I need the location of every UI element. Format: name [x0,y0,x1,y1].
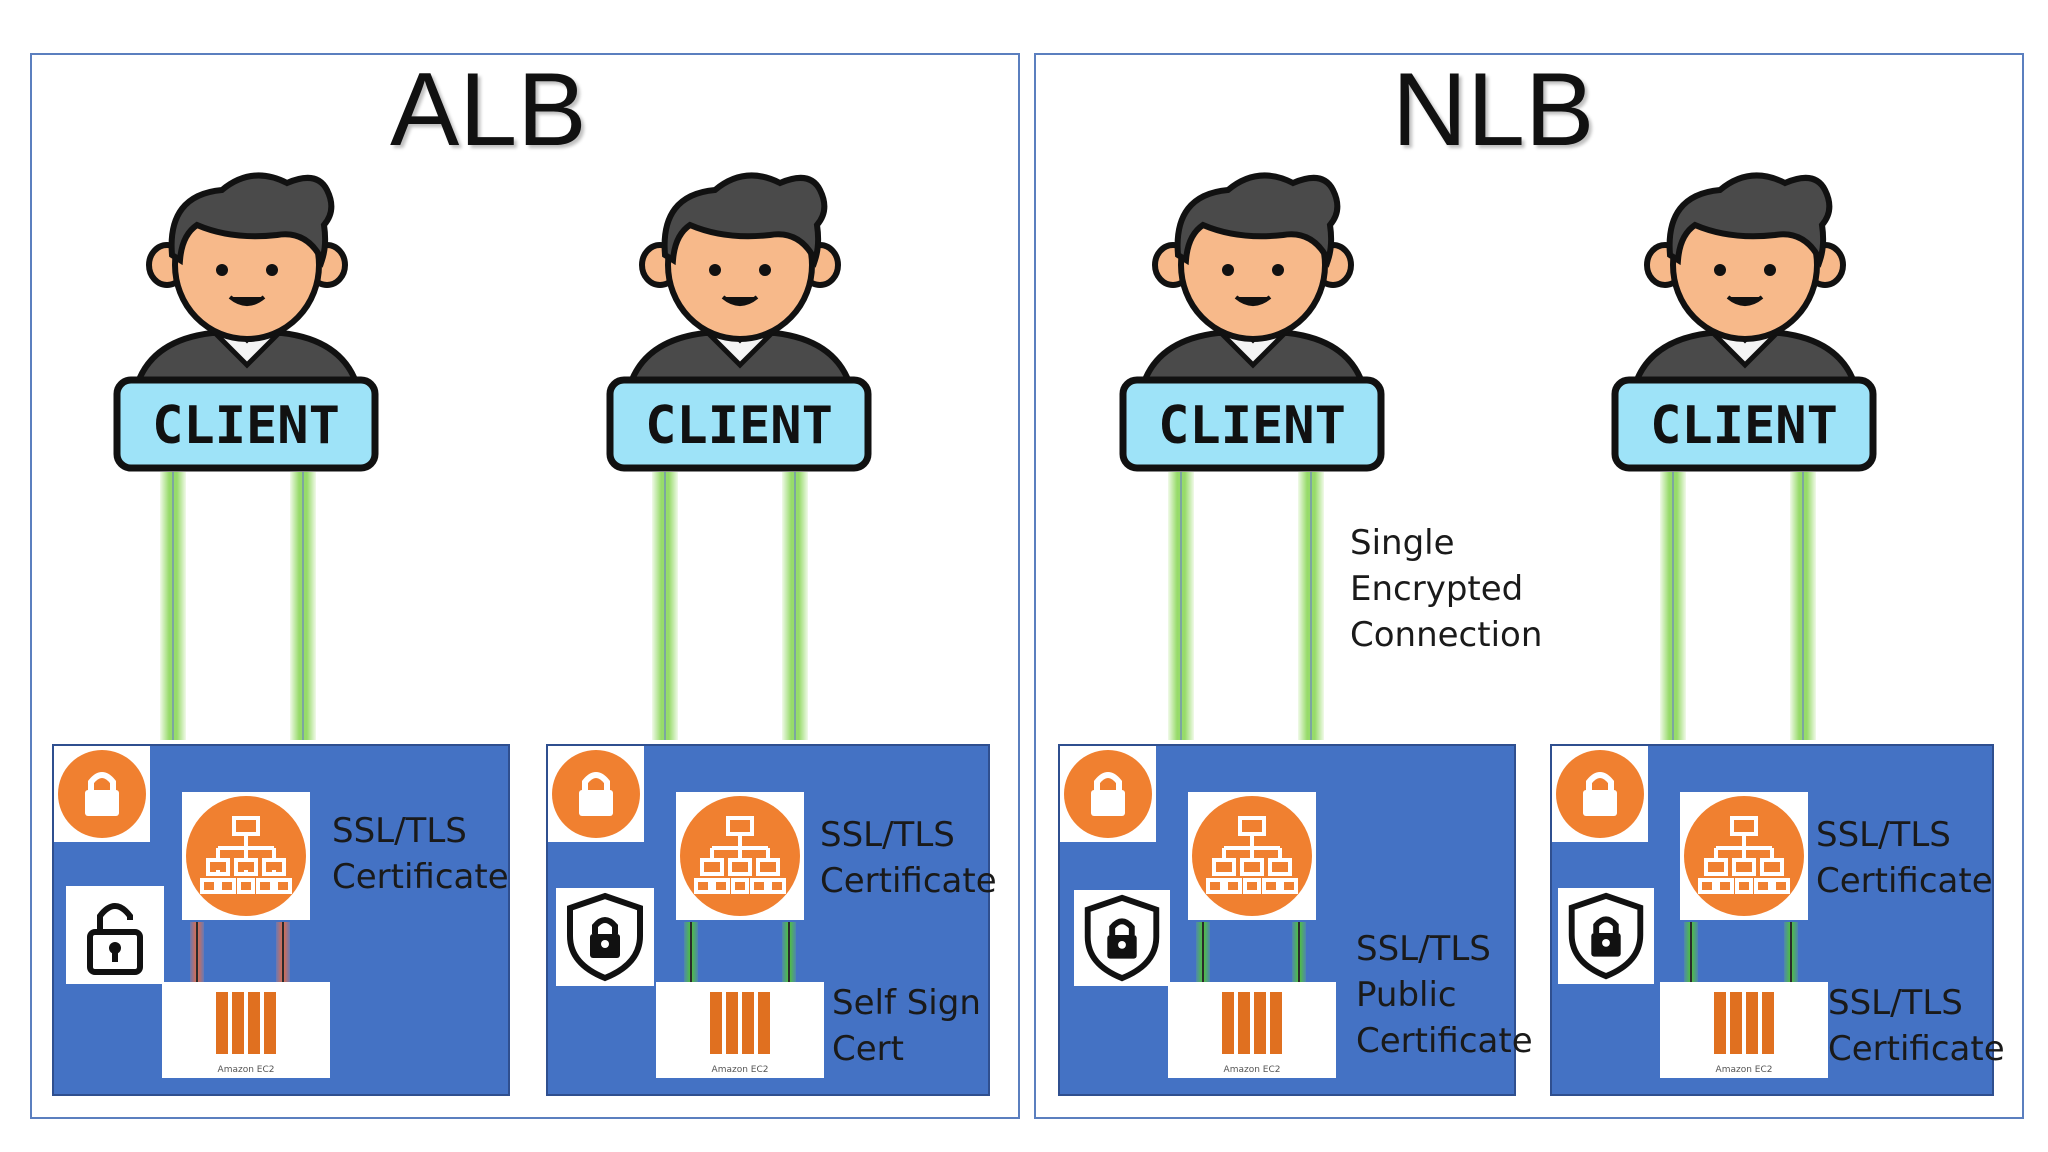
client-label-3: CLIENT [1158,396,1346,456]
ec2-instance-icon: Amazon EC2 [1714,992,1774,1075]
ec2-tile: Amazon EC2 [1168,982,1336,1078]
ec2-instance-icon: Amazon EC2 [1222,992,1282,1075]
ec2-tile: Amazon EC2 [656,982,824,1078]
lock-badge-icon [552,750,640,838]
client-label-2: CLIENT [645,396,833,456]
shield-lock-icon [1084,894,1160,982]
client-label-4: CLIENT [1650,396,1838,456]
inner-connection-3b [1292,922,1306,982]
ec2-caption: Amazon EC2 [1224,1065,1281,1075]
client-avatar-2: CLIENT [606,172,872,472]
lb-tile [1680,792,1808,920]
unlocked-tile [66,886,164,984]
connection-line-1b [290,472,316,740]
inner-connection-4a [1684,922,1698,982]
cert-label: SSL/TLS Certificate [1816,815,1993,901]
shield-lock-icon [567,892,643,982]
connection-line-4a [1660,472,1686,740]
inner-connection-1b [276,922,290,982]
lb-box-4: SSL/TLS Certificate Amazon EC2 SSL/TLS C… [1550,744,2005,1096]
ec2-tile: Amazon EC2 [1660,982,1828,1078]
connection-line-4b [1790,472,1816,740]
lock-badge-icon [1556,750,1644,838]
backend-label: SSL/TLS Certificate [1828,983,2005,1069]
connection-line-2a [652,472,678,740]
lock-tile [1552,746,1648,842]
ec2-caption: Amazon EC2 [218,1065,275,1075]
lb-box-1: SSL/TLS Certificate Amazon EC2 [52,744,510,1096]
connection-line-3a [1168,472,1194,740]
inner-connection-2a [684,922,698,982]
ec2-instance-icon: Amazon EC2 [710,992,770,1075]
load-balancer-icon [680,796,800,916]
shield-lock-icon [1568,892,1644,980]
lock-badge-icon [58,750,146,838]
connection-line-1a [160,472,186,740]
backend-label: SSL/TLS Public Certificate [1356,929,1533,1061]
load-balancer-icon [1684,796,1804,916]
cert-label: SSL/TLS Certificate [820,815,997,901]
shield-tile [1074,890,1170,986]
lb-box-3: Amazon EC2 SSL/TLS Public Certificate [1058,744,1533,1096]
inner-connection-2b [782,922,796,982]
backend-label: Self Sign Cert [832,983,981,1069]
lb-tile [1188,792,1316,920]
lock-tile [1060,746,1156,842]
lb-tile [676,792,804,920]
ec2-tile: Amazon EC2 [162,982,330,1078]
shield-tile [1558,888,1654,984]
nlb-title: NLB [1392,52,1595,168]
lock-tile [548,746,644,842]
lb-tile [182,792,310,920]
load-balancer-icon [186,796,306,916]
inner-connection-3a [1196,922,1210,982]
inner-connection-1a [190,922,204,982]
lock-tile [54,746,150,842]
connection-line-3b [1298,472,1324,740]
unlocked-padlock-icon [87,903,143,975]
inner-connection-4b [1784,922,1798,982]
single-encrypted-connection-note: Single Encrypted Connection [1350,523,1543,655]
client-label-1: CLIENT [152,396,340,456]
ec2-caption: Amazon EC2 [712,1065,769,1075]
client-avatar-1: CLIENT [113,172,379,472]
lock-badge-icon [1064,750,1152,838]
alb-title: ALB [390,52,587,168]
cert-label: SSL/TLS Certificate [332,811,509,897]
client-avatar-4: CLIENT [1611,172,1877,472]
ec2-caption: Amazon EC2 [1716,1065,1773,1075]
client-avatar-3: CLIENT [1119,172,1385,472]
ec2-instance-icon: Amazon EC2 [216,992,276,1075]
shield-tile [556,888,654,986]
connection-line-2b [782,472,808,740]
lb-box-2: SSL/TLS Certificate Amazon EC2 Self Sign… [546,744,997,1096]
load-balancer-icon [1192,796,1312,916]
